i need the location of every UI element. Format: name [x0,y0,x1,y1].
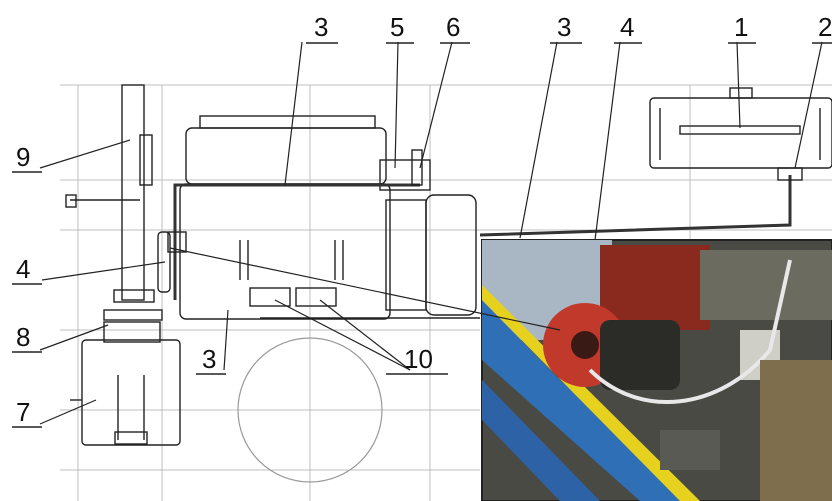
label-3-top: 3 [314,12,328,42]
label-5: 5 [390,12,404,42]
label-3-bottom: 3 [202,344,216,374]
label-4-left: 4 [16,254,30,284]
callout-labels: 3 5 6 3 4 1 2 9 4 8 7 3 10 [16,12,832,427]
label-1: 1 [734,12,748,42]
column-9 [65,84,163,321]
label-underlines [12,42,832,428]
tank-1 [479,87,832,237]
label-8: 8 [16,322,30,352]
leader-lines [39,41,823,425]
tank-7 [70,321,181,446]
wheel-outline [237,337,383,483]
label-9: 9 [16,142,30,172]
label-2: 2 [818,12,832,42]
label-7: 7 [16,397,30,427]
label-4-top: 4 [620,12,634,42]
label-6: 6 [446,12,460,42]
photo-inset [481,239,832,501]
label-3-mid: 3 [557,12,571,42]
engine-block [157,115,480,320]
label-10: 10 [404,344,433,374]
